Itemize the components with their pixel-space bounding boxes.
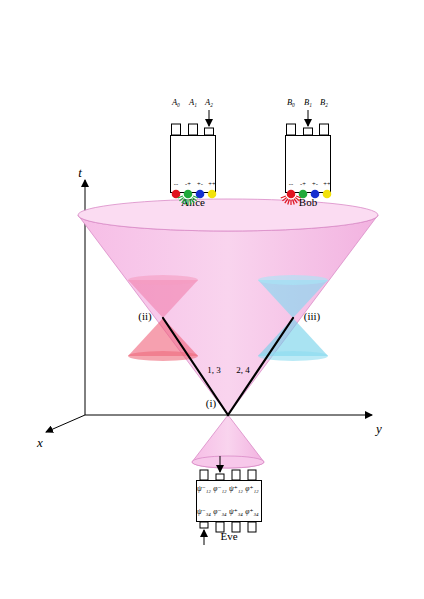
device-name: Eve — [220, 531, 237, 542]
outcome-label: -- — [174, 181, 178, 188]
bell-state-label: ψ⁻₃₄ — [197, 508, 211, 516]
lamp — [323, 190, 332, 199]
lamp-ray — [288, 199, 290, 204]
lamp — [299, 190, 308, 199]
lamp-ray — [192, 197, 196, 200]
setting-label: B₁ — [304, 98, 312, 107]
lamp-ray — [190, 199, 192, 204]
lamp-ray — [294, 199, 297, 204]
lamp — [208, 190, 217, 199]
lamp-ray — [290, 200, 291, 206]
outcome-label: +- — [197, 181, 203, 188]
lamp — [172, 190, 181, 199]
bell-state-label: ψ⁺₁₂ — [229, 485, 243, 493]
press-arrow — [204, 530, 205, 545]
event-label: (ii) — [138, 311, 151, 322]
lamp-ray — [293, 199, 295, 204]
axis-label: x — [37, 436, 43, 449]
outcome-label: -+ — [185, 181, 191, 188]
bell-state-label: ψ⁻₁₂ — [197, 485, 211, 493]
past-cone-base — [192, 456, 264, 468]
press-arrow — [220, 456, 221, 472]
setting-label: A₁ — [189, 98, 197, 107]
outcome-label: -- — [289, 181, 293, 188]
outcome-label: +- — [312, 181, 318, 188]
past-cone — [192, 415, 264, 468]
worldlines — [163, 318, 293, 415]
lamp-ray — [193, 196, 198, 198]
lamp-ray — [281, 196, 286, 198]
bell-state-label: ψ⁺₃₄ — [229, 508, 243, 516]
lamp — [311, 190, 320, 199]
lamp — [287, 190, 296, 199]
future-cone — [78, 215, 378, 415]
lamp-ray — [185, 199, 187, 204]
future-cone-top — [78, 199, 378, 231]
lamp-ray — [179, 197, 183, 200]
lamp-ray — [296, 196, 301, 198]
lamp-ray — [187, 200, 188, 206]
outcome-label: ++ — [323, 181, 330, 188]
press-arrow — [308, 110, 309, 126]
outcome-label: -+ — [300, 181, 306, 188]
setting-label: A₂ — [205, 98, 213, 107]
lamp-ray — [191, 199, 194, 204]
lamp-ray — [178, 196, 183, 198]
lamp — [184, 190, 193, 199]
lamp-ray — [182, 199, 185, 204]
setting-label: B₀ — [287, 98, 295, 107]
device-name: Bob — [299, 197, 317, 208]
setting-label: A₀ — [172, 98, 180, 107]
event-label: (i) — [206, 398, 216, 409]
outcome-label: ++ — [208, 181, 215, 188]
lamp-ray — [295, 197, 299, 200]
event-label: (iii) — [304, 311, 321, 322]
bell-state-label: φ⁺₃₄ — [245, 508, 258, 516]
lamp-ray — [282, 197, 286, 200]
device-name: Alice — [181, 197, 205, 208]
lamp — [196, 190, 205, 199]
axis-label: t — [78, 166, 82, 179]
bell-state-label: φ⁺₁₂ — [245, 485, 258, 493]
particle-label: 1, 3 — [207, 366, 221, 375]
axis-label: y — [376, 422, 382, 435]
bell-state-label: φ⁻₁₂ — [213, 485, 226, 493]
lamp-ray — [285, 199, 288, 204]
particle-label: 2, 4 — [236, 366, 250, 375]
alice-buttons — [172, 124, 214, 135]
press-arrow — [209, 110, 210, 126]
setting-label: B₂ — [320, 98, 328, 107]
bell-state-label: φ⁻₃₄ — [213, 508, 226, 516]
